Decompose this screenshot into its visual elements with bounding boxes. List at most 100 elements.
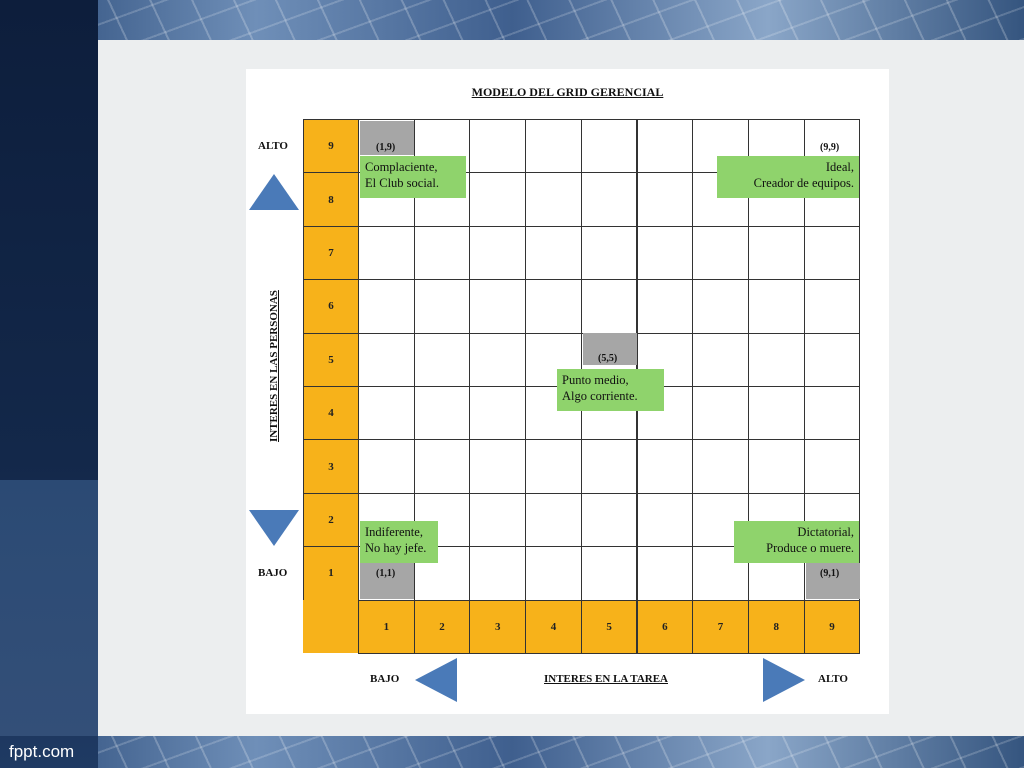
grid-cell [803,439,861,494]
y-tick-label: 9 [303,119,359,174]
x-tick-label: 1 [358,599,415,654]
grid-cell [803,225,861,281]
y-axis-low-label: BAJO [258,567,288,579]
footer-brand: fppt.com [9,742,75,761]
grid-cell [747,332,805,387]
x-tick-label: 5 [580,599,638,654]
grid-cell [747,279,805,334]
y-tick-label: 2 [303,492,359,548]
note-line: Dictatorial, [797,525,854,539]
grid-cell [525,492,582,548]
x-axis-high-label: ALTO [818,673,848,685]
grid-cell [469,492,527,548]
x-axis-title: INTERES EN LA TAREA [544,673,668,685]
grid-cell [636,119,694,174]
note-line: Creador de equipos. [753,176,854,190]
grid-cell [580,225,638,281]
grid-cell [469,279,527,334]
grid-cell [636,439,694,494]
y-tick-label: 8 [303,172,359,227]
grid-cell [358,225,415,281]
coord-label: (1,1) [376,568,396,579]
x-tick-label: 7 [692,599,749,654]
arrow-right-icon [763,658,805,702]
note-line: El Club social. [365,176,439,190]
grid-cell [580,492,638,548]
x-tick-label: 3 [469,599,527,654]
grid-cell [636,279,694,334]
x-axis-low-label: BAJO [370,673,400,685]
grid-cell [692,225,749,281]
grid-cell [636,492,694,548]
note-line: Produce o muere. [766,541,854,555]
note-line: Algo corriente. [562,389,638,403]
grid-cell [525,172,582,227]
grid-cell [692,332,749,387]
arrow-down-icon [249,510,299,546]
grid-cell [525,225,582,281]
note-line: No hay jefe. [365,541,427,555]
y-tick-label: 3 [303,439,359,494]
y-tick-label: 5 [303,332,359,387]
y-axis-high-label: ALTO [258,140,288,152]
y-tick-label: 6 [303,279,359,334]
note-line: Punto medio, [562,373,629,387]
grid-cell [692,386,749,441]
note-punto-medio: Punto medio, Algo corriente. [557,369,664,411]
grid-cell [525,279,582,334]
grid-cell [580,439,638,494]
grid-cell [636,172,694,227]
grid-cell [469,225,527,281]
x-tick-label: 9 [803,599,861,654]
note-line: Indiferente, [365,525,423,539]
grid-cell [413,279,471,334]
left-decorative-panel [0,0,98,768]
y-tick-label: 7 [303,225,359,281]
diagram-title: MODELO DEL GRID GERENCIAL [471,85,664,99]
note-line: Complaciente, [365,160,438,174]
grid-cell [580,172,638,227]
grid-cell [358,386,415,441]
x-tick-label: 2 [413,599,471,654]
grid-cell [469,439,527,494]
grid-cell [413,386,471,441]
coord-label: (5,5) [598,353,618,364]
grid-cell [525,546,582,601]
grid-cell [747,439,805,494]
coord-label: (9,1) [820,568,840,579]
grid-cell [413,225,471,281]
coord-label: (1,9) [376,142,396,153]
marker-1-9 [360,121,414,155]
note-ideal: Ideal, Creador de equipos. [717,156,859,198]
grid-cell [747,225,805,281]
note-club-social: Complaciente, El Club social. [360,156,466,198]
grid-cell [525,119,582,174]
grid-cell [358,332,415,387]
x-tick-label: 8 [747,599,805,654]
marker-5-5 [583,333,637,365]
y-tick-label: 1 [303,546,359,601]
note-dictatorial: Dictatorial, Produce o muere. [734,521,859,563]
coord-label: (9,9) [820,142,840,153]
grid-cell [469,332,527,387]
grid-cell [692,439,749,494]
grid-cell [469,119,527,174]
grid-cell [580,279,638,334]
background-photo-top [0,0,1024,40]
note-line: Ideal, [825,160,854,174]
grid-cell [803,279,861,334]
arrow-left-icon [415,658,457,702]
grid-cell [413,332,471,387]
arrow-up-icon [249,174,299,210]
note-indiferente: Indiferente, No hay jefe. [360,521,438,563]
grid-cell [692,279,749,334]
grid-cell [803,332,861,387]
grid-cell [358,439,415,494]
marker-1-1 [360,563,414,599]
x-tick-label: 4 [525,599,582,654]
grid-cell [469,546,527,601]
grid-cell [469,386,527,441]
grid-cell [469,172,527,227]
marker-9-1 [806,563,860,599]
